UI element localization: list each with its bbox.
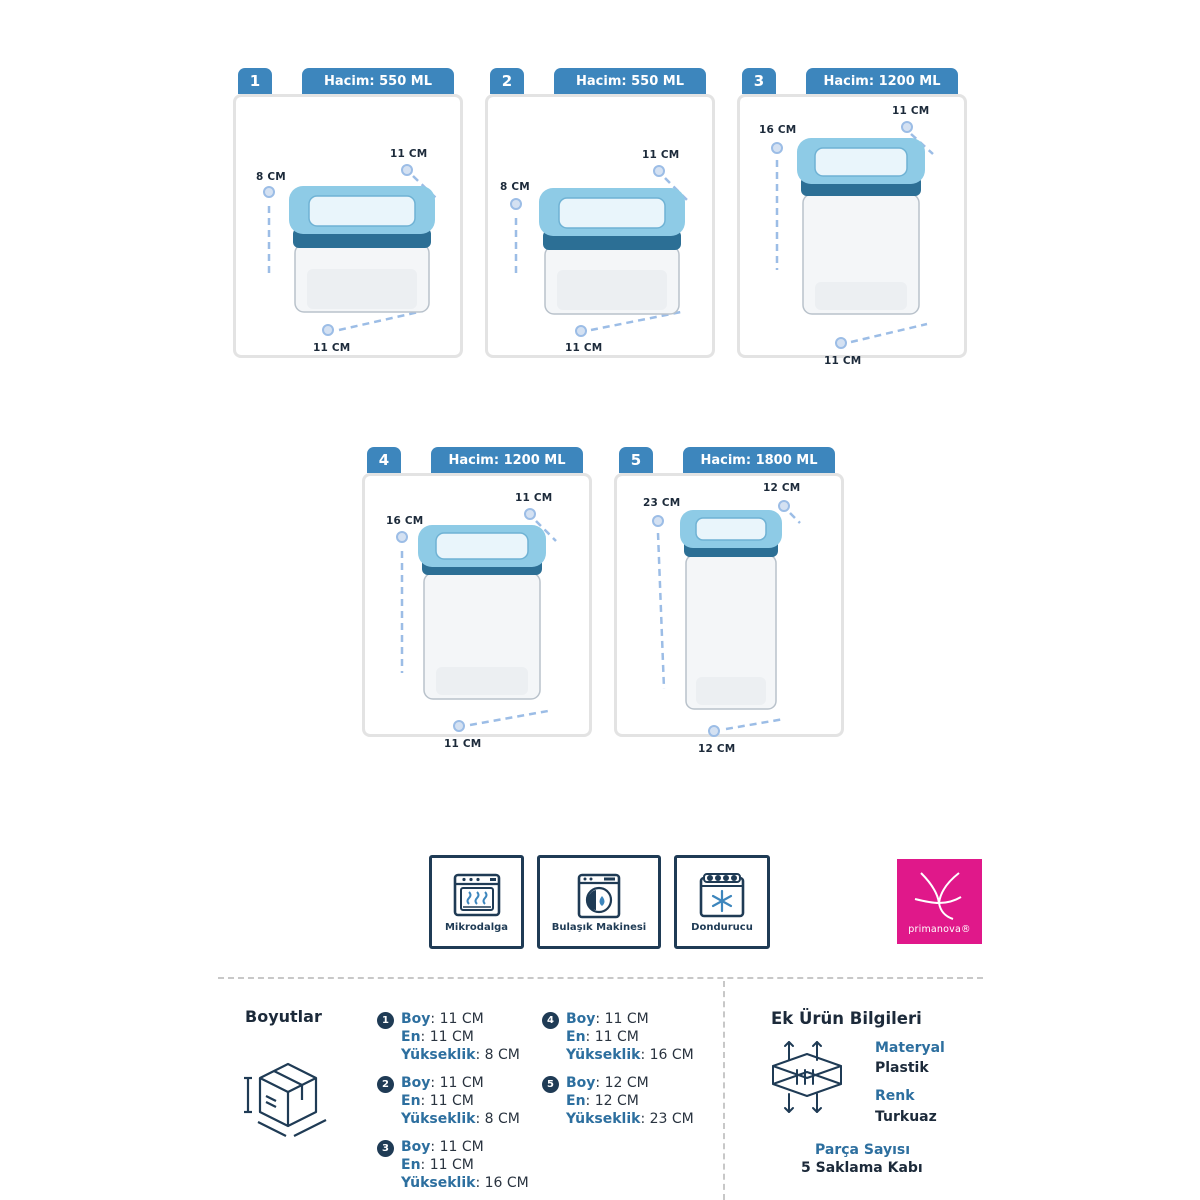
yukseklik-key: Yükseklik xyxy=(401,1175,476,1191)
brand-name: primanova® xyxy=(908,924,971,935)
boy-value: : 12 CM xyxy=(595,1075,649,1091)
yukseklik-value: : 23 CM xyxy=(640,1111,694,1127)
product-card-3: 3 Hacim: 1200 ML 16 CM 11 CM 11 CM xyxy=(737,68,967,367)
en-value: : 11 CM xyxy=(585,1029,639,1045)
depth-label: 12 CM xyxy=(763,482,801,494)
dimension-number: 3 xyxy=(377,1140,394,1157)
product-volume-tab: Hacim: 550 ML xyxy=(554,68,706,94)
feature-label: Mikrodalga xyxy=(444,922,509,933)
en-key: En xyxy=(401,1157,421,1173)
product-card-5: 5 Hacim: 1800 ML 23 CM 12 CM 12 CM xyxy=(614,447,844,755)
en-value: : 11 CM xyxy=(420,1157,474,1173)
dimension-number: 5 xyxy=(542,1076,559,1093)
dimension-item-1: 1 Boy: 11 CM En: 11 CM Yükseklik: 8 CM xyxy=(377,1010,520,1064)
boy-value: : 11 CM xyxy=(430,1011,484,1027)
height-label: 16 CM xyxy=(386,515,424,527)
yukseklik-value: : 16 CM xyxy=(640,1047,694,1063)
product-number-tab: 4 xyxy=(367,447,401,473)
product-card-4: 4 Hacim: 1200 ML 16 CM 11 CM 11 CM xyxy=(362,447,592,750)
yukseklik-key: Yükseklik xyxy=(401,1047,476,1063)
dimension-item-5: 5 Boy: 12 CM En: 12 CM Yükseklik: 23 CM xyxy=(542,1074,694,1128)
dimension-item-3: 3 Boy: 11 CM En: 11 CM Yükseklik: 16 CM xyxy=(377,1138,529,1192)
boy-key: Boy xyxy=(401,1075,431,1091)
feature-freezer: Dondurucu xyxy=(674,855,770,949)
container-illustration xyxy=(510,165,690,337)
height-label: 23 CM xyxy=(643,497,681,509)
width-label: 11 CM xyxy=(444,738,482,750)
material-label: Materyal xyxy=(875,1040,945,1056)
brand-logo: primanova® xyxy=(897,859,982,944)
microwave-icon xyxy=(453,873,500,917)
material-layers-icon xyxy=(772,1041,842,1113)
dimensions-title: Boyutlar xyxy=(245,1007,322,1026)
product-card-2: 2 Hacim: 550 ML 8 CM 11 CM 11 CM xyxy=(485,68,715,358)
en-key: En xyxy=(566,1029,586,1045)
dimension-number: 1 xyxy=(377,1012,394,1029)
feature-microwave: Mikrodalga xyxy=(429,855,524,949)
boy-value: : 11 CM xyxy=(430,1139,484,1155)
boy-value: : 11 CM xyxy=(430,1075,484,1091)
yukseklik-value: : 16 CM xyxy=(475,1175,529,1191)
primanova-logo xyxy=(914,872,962,920)
boy-value: : 11 CM xyxy=(595,1011,649,1027)
yukseklik-key: Yükseklik xyxy=(566,1047,641,1063)
color-value: Turkuaz xyxy=(875,1109,937,1125)
depth-label: 11 CM xyxy=(642,149,680,161)
product-card-1: 1 Hacim: 550 ML 8 CM 11 CM 11 CM xyxy=(233,68,463,358)
container-illustration xyxy=(771,121,934,349)
extra-info-title: Ek Ürün Bilgileri xyxy=(771,1009,922,1028)
width-label: 12 CM xyxy=(698,743,736,755)
product-number-tab: 1 xyxy=(238,68,272,94)
yukseklik-key: Yükseklik xyxy=(401,1111,476,1127)
feature-label: Bulaşık Makinesi xyxy=(551,922,647,933)
depth-label: 11 CM xyxy=(515,492,553,504)
width-label: 11 CM xyxy=(565,342,603,354)
box-dimensions-icon xyxy=(244,1062,327,1137)
pieces-value: 5 Saklama Kabı xyxy=(801,1160,923,1176)
width-label: 11 CM xyxy=(824,355,862,367)
en-key: En xyxy=(401,1093,421,1109)
dimension-item-4: 4 Boy: 11 CM En: 11 CM Yükseklik: 16 CM xyxy=(542,1010,694,1064)
yukseklik-value: : 8 CM xyxy=(475,1111,520,1127)
boy-key: Boy xyxy=(566,1011,596,1027)
feature-label: Dondurucu xyxy=(691,922,753,933)
en-key: En xyxy=(566,1093,586,1109)
product-number-tab: 5 xyxy=(619,447,653,473)
boy-key: Boy xyxy=(566,1075,596,1091)
product-number-tab: 3 xyxy=(742,68,776,94)
product-volume-tab: Hacim: 550 ML xyxy=(302,68,454,94)
section-divider xyxy=(218,977,983,979)
product-volume-tab: Hacim: 1200 ML xyxy=(806,68,958,94)
en-value: : 11 CM xyxy=(420,1029,474,1045)
product-number-tab: 2 xyxy=(490,68,524,94)
height-label: 8 CM xyxy=(256,171,286,183)
product-volume-tab: Hacim: 1800 ML xyxy=(683,447,835,473)
depth-label: 11 CM xyxy=(892,105,930,117)
yukseklik-value: : 8 CM xyxy=(475,1047,520,1063)
en-value: : 12 CM xyxy=(585,1093,639,1109)
dishwasher-icon xyxy=(577,873,621,919)
height-label: 8 CM xyxy=(500,181,530,193)
freezer-icon xyxy=(699,873,745,918)
en-key: En xyxy=(401,1029,421,1045)
feature-dishwasher: Bulaşık Makinesi xyxy=(537,855,661,949)
container-illustration xyxy=(652,500,801,737)
pieces-label: Parça Sayısı xyxy=(815,1142,911,1158)
color-label: Renk xyxy=(875,1088,915,1104)
depth-label: 11 CM xyxy=(390,148,428,160)
yukseklik-key: Yükseklik xyxy=(566,1111,641,1127)
container-illustration xyxy=(263,164,438,336)
dimension-item-2: 2 Boy: 11 CM En: 11 CM Yükseklik: 8 CM xyxy=(377,1074,520,1128)
dimension-number: 2 xyxy=(377,1076,394,1093)
en-value: : 11 CM xyxy=(420,1093,474,1109)
boy-key: Boy xyxy=(401,1139,431,1155)
container-illustration xyxy=(396,508,557,732)
boy-key: Boy xyxy=(401,1011,431,1027)
product-volume-tab: Hacim: 1200 ML xyxy=(431,447,583,473)
width-label: 11 CM xyxy=(313,342,351,354)
height-label: 16 CM xyxy=(759,124,797,136)
dimension-number: 4 xyxy=(542,1012,559,1029)
material-value: Plastik xyxy=(875,1060,929,1076)
column-divider xyxy=(723,981,725,1200)
